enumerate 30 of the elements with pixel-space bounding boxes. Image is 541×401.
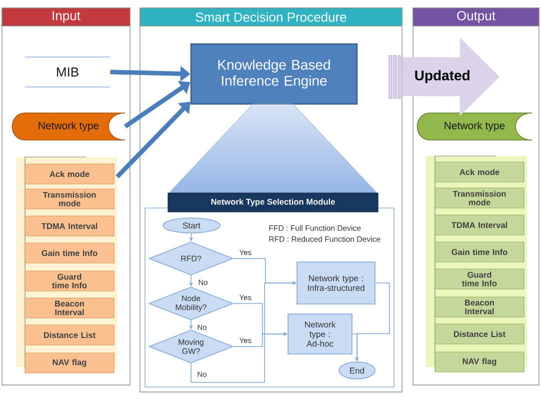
list-item: Guard time Info — [434, 268, 524, 290]
list-item: Gain time Info — [24, 242, 114, 264]
list-item: Ack mode — [24, 164, 114, 184]
terminal-oval: Start — [162, 218, 220, 234]
data-tab: Network type — [416, 112, 532, 140]
edge-label: Updated — [414, 70, 471, 84]
list-item: Distance List — [24, 324, 114, 346]
list-item: Transmission mode — [434, 188, 524, 208]
column-header: Output — [412, 8, 540, 26]
list-item: Ack mode — [434, 162, 524, 182]
list-item: Transmission mode — [24, 188, 114, 210]
block-arrow — [116, 102, 190, 178]
column-header: Smart Decision Procedure — [140, 8, 402, 26]
list-item: Gain time Info — [434, 242, 524, 262]
ruled-label: MIB — [24, 56, 110, 88]
list-item: Distance List — [434, 324, 524, 344]
list-item: Beacon Interval — [434, 296, 524, 318]
list-item: NAV flag — [434, 352, 524, 372]
module-header: Network Type Selection Module — [168, 192, 378, 212]
list-item: TDMA Interval — [434, 214, 524, 236]
column-header: Input — [2, 8, 130, 26]
list-item: Guard time Info — [24, 270, 114, 292]
engine-box: Knowledge Based Inference Engine — [190, 43, 358, 105]
terminal-oval: End — [338, 362, 376, 380]
process-box: Network type : Ad-hoc — [288, 314, 352, 354]
list-item: TDMA Interval — [24, 216, 114, 236]
list-item: NAV flag — [24, 352, 114, 374]
data-tab: Network type — [12, 112, 126, 140]
process-box: Network type : Infra-structured — [296, 262, 376, 304]
list-item: Beacon Interval — [24, 298, 114, 318]
